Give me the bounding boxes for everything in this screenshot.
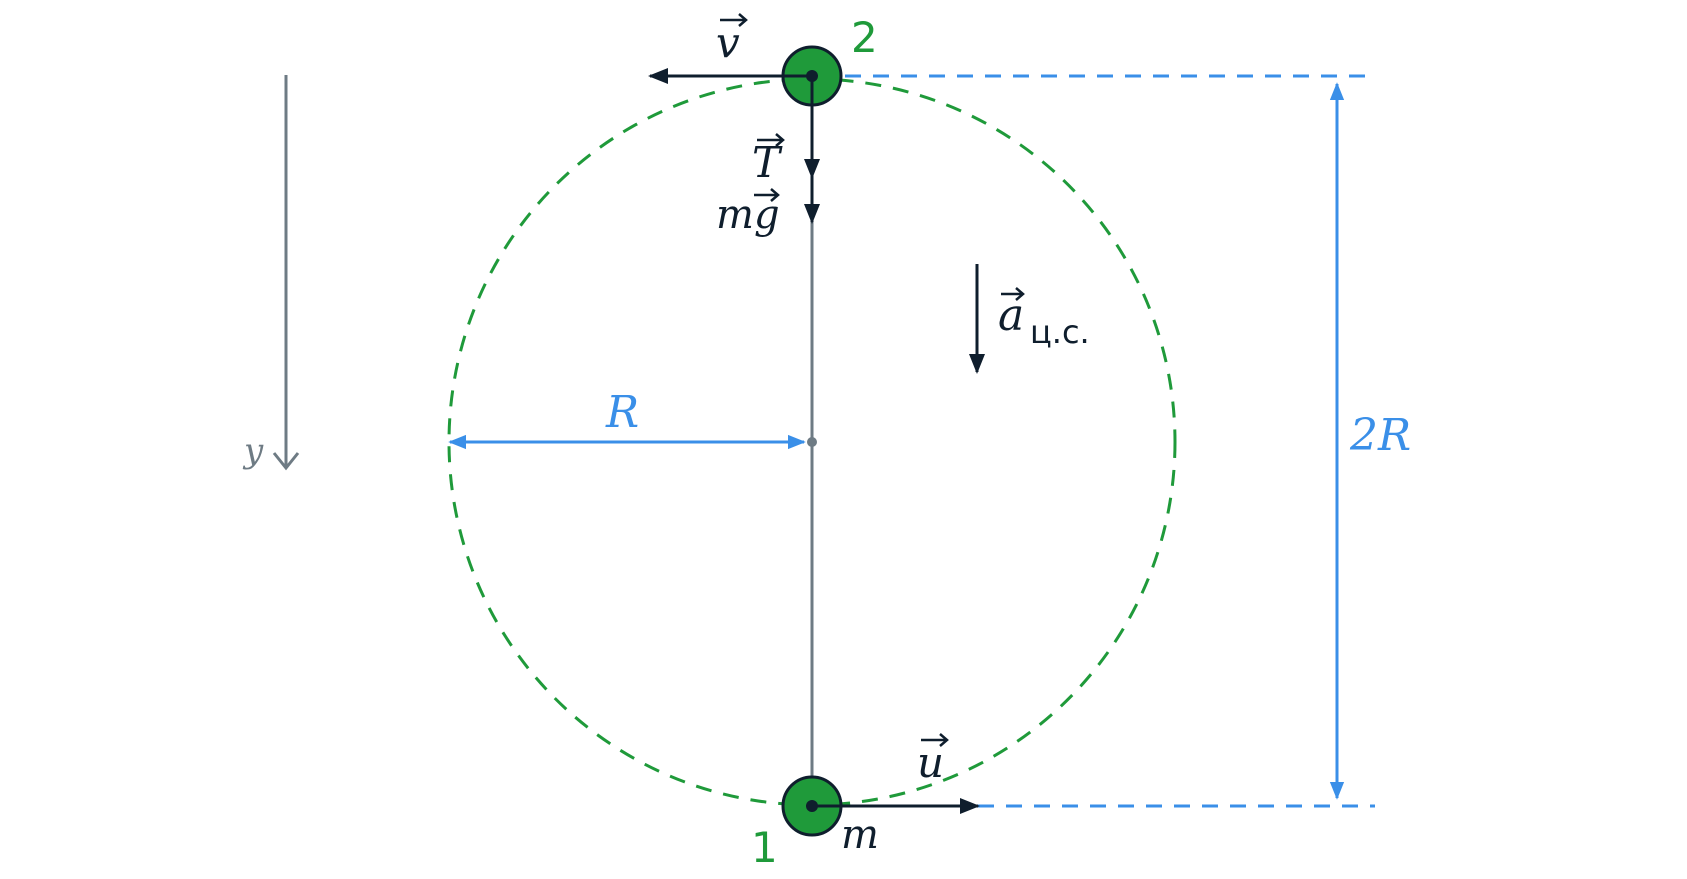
center-point	[807, 437, 817, 447]
gravity-g-symbol: g	[754, 192, 780, 238]
y-axis-arrowhead	[272, 452, 300, 471]
vector-hat-icon	[754, 188, 780, 202]
vector-hat-icon	[720, 13, 748, 27]
gravity-mass-symbol: m	[716, 192, 754, 238]
y-axis-label: y	[242, 431, 264, 471]
vector-hat-icon	[757, 133, 785, 147]
diameter-label: 2R	[1349, 410, 1411, 461]
point-label-top: 2	[851, 13, 878, 62]
acceleration-a-symbol: a	[998, 290, 1024, 341]
acceleration-label: a	[998, 290, 1024, 341]
radius-label: R	[605, 387, 639, 438]
mass-label: m	[841, 812, 879, 858]
acceleration-subscript: ц.с.	[1030, 313, 1090, 351]
gravity-label: mg	[716, 192, 780, 238]
velocity-bottom-label: u	[917, 738, 944, 787]
vector-hat-icon	[1001, 287, 1025, 301]
velocity-top-label: v	[716, 18, 740, 67]
vector-hat-icon	[921, 733, 949, 747]
tension-label: T	[752, 138, 783, 187]
point-label-bottom: 1	[751, 823, 778, 872]
